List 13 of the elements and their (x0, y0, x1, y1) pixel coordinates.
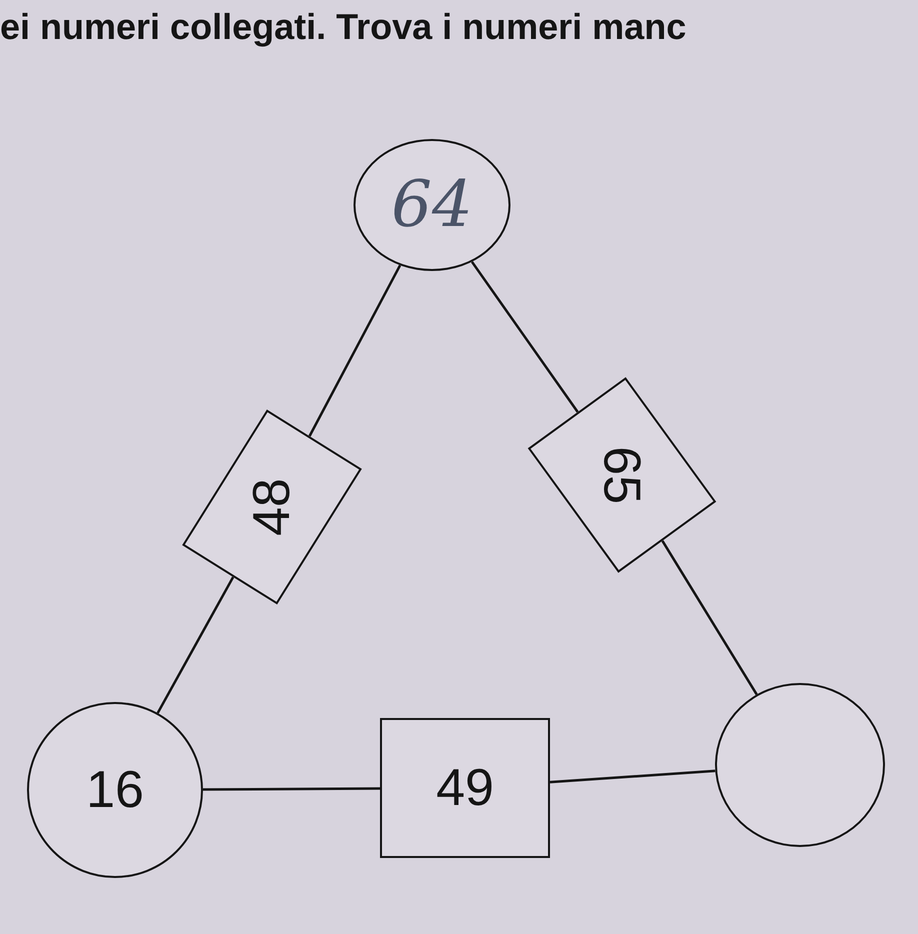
instruction-text: ei numeri collegati. Trova i numeri manc (0, 5, 686, 49)
number-text: 65 (596, 446, 648, 504)
connector-line (308, 264, 402, 437)
number-text: 48 (246, 478, 298, 536)
connector-line (156, 576, 234, 714)
connector-line (550, 770, 716, 784)
number-text: 49 (436, 762, 494, 814)
connector-line (203, 787, 380, 791)
handwritten-number: 64 (391, 173, 473, 237)
number-box (380, 718, 550, 858)
connector-line (470, 261, 579, 413)
connector-line (661, 540, 758, 696)
number-text: 16 (86, 764, 144, 816)
